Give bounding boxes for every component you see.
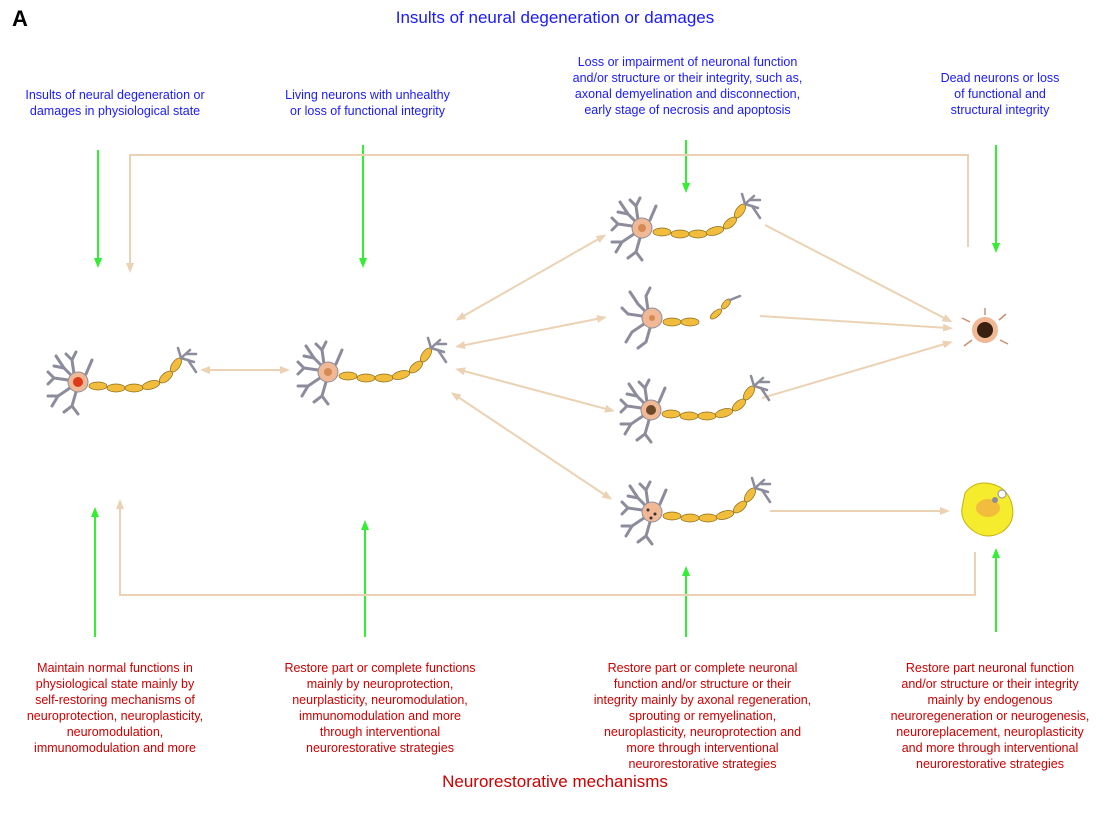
flow-to-impaired-3 (455, 367, 615, 413)
neuron-unhealthy (296, 336, 448, 406)
feedback-top-loop (126, 154, 969, 273)
flow-impaired1-dead (764, 224, 953, 323)
insults-title: Insults of neural degeneration or damage… (395, 8, 715, 27)
insult-text-dead: Dead neurons or loss of functional and s… (940, 71, 1060, 117)
neuron-impaired-4 (620, 476, 772, 546)
mechanism-text-self-restoring: Maintain normal functions in physiologic… (26, 661, 204, 755)
flow-to-impaired-4 (450, 392, 613, 500)
insult-arrows (94, 140, 1000, 268)
flow-impaired2-dead (759, 315, 953, 332)
insult-text-physiological: Insults of neural degeneration or damage… (25, 88, 205, 118)
dead-neuron (961, 308, 1009, 347)
neuron-healthy (46, 346, 198, 416)
neuron-impaired-3 (619, 374, 771, 444)
insult-text-unhealthy: Living neurons with unhealthy or loss of… (285, 88, 450, 118)
mechanism-text-neuroprotection: Restore part or complete functions mainl… (284, 661, 476, 755)
panel-label: A (12, 6, 28, 31)
flow-to-impaired-2 (455, 315, 607, 349)
mechanism-text-axonal-regeneration: Restore part or complete neuronal functi… (593, 661, 812, 771)
flow-arrows (116, 154, 976, 596)
mechanism-text-neuroregeneration: Restore part neuronal function and/or st… (890, 661, 1090, 771)
regenerating-cell (961, 482, 1014, 537)
mechanisms-title: Neurorestorative mechanisms (442, 772, 668, 791)
insult-text-impairment: Loss or impairment of neuronal function … (572, 55, 803, 117)
flow-impaired3-dead (761, 340, 953, 399)
neuron-impaired-disconnected (620, 286, 742, 350)
flow-to-impaired-1 (455, 234, 607, 321)
neuron-impaired-1 (610, 192, 762, 262)
mechanism-arrows (91, 507, 1000, 637)
feedback-bottom-loop (116, 499, 976, 596)
